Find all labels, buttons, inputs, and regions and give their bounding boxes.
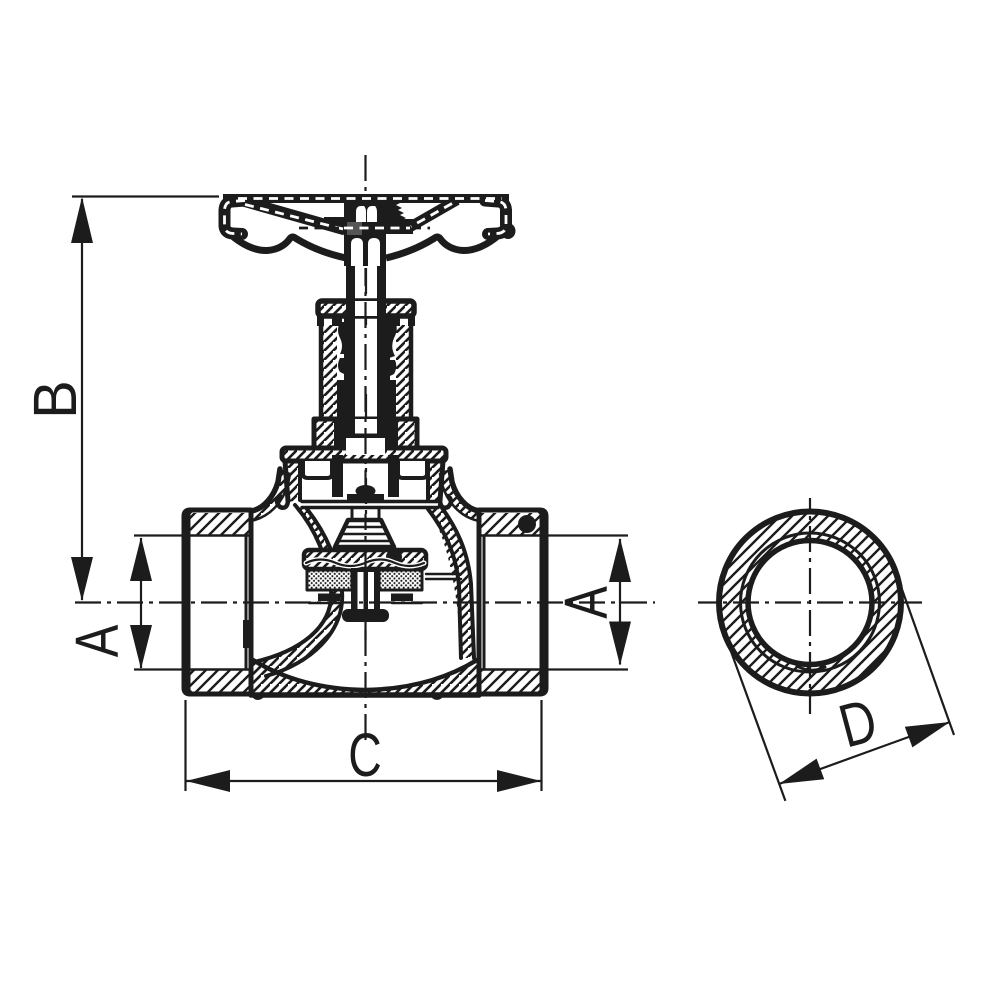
svg-text:A: A <box>63 625 131 658</box>
svg-text:D: D <box>832 685 884 760</box>
svg-text:B: B <box>21 380 90 419</box>
svg-text:C: C <box>348 722 381 790</box>
